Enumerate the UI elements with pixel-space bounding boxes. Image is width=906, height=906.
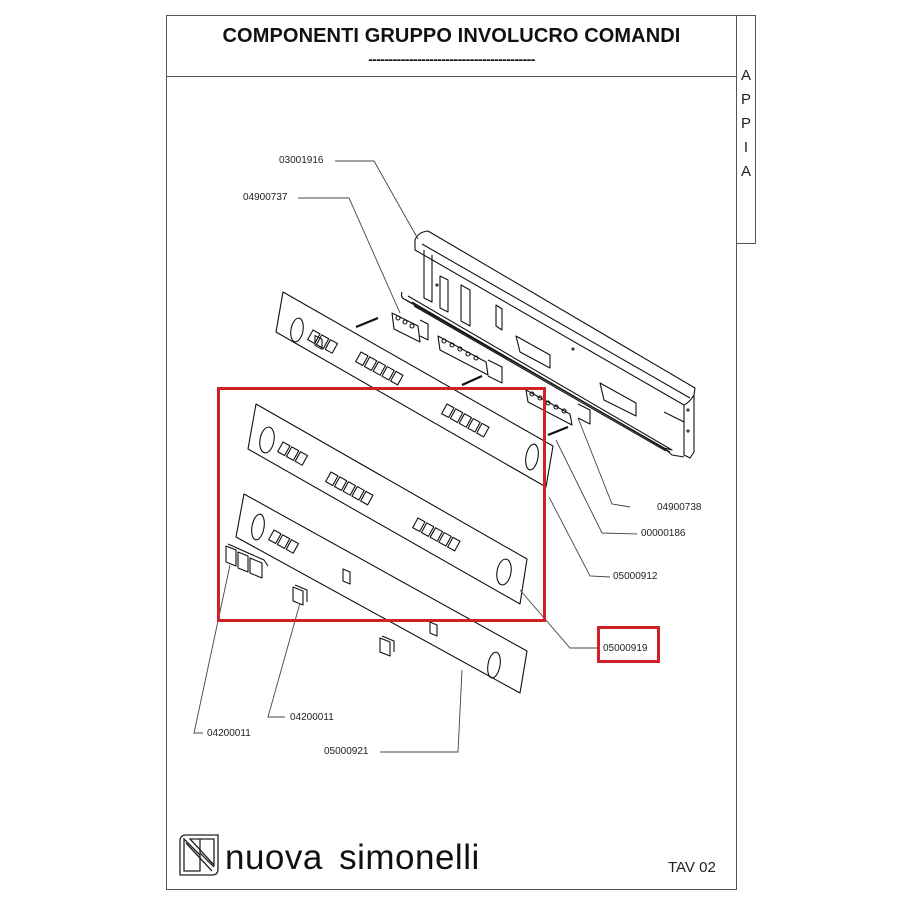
sheet-number: TAV 02 [668,859,716,876]
brand-name: nuova simonelli [225,838,480,877]
part-code-03001916: 03001916 [279,155,324,166]
highlight-assembly-box [217,387,546,622]
part-code-04900738: 04900738 [657,502,702,513]
page-title: COMPONENTI GRUPPO INVOLUCRO COMANDI [222,25,681,47]
part-code-04200011: 04200011 [207,728,251,739]
rocker-switch-single [292,584,308,606]
panel-05000919 [247,403,528,605]
housing-shell [400,230,696,459]
highlight-part-code-box [597,626,660,663]
title-underline: ----------------------------------------… [368,51,535,67]
switch-bracket-1 [391,312,429,343]
model-letter: A [740,67,751,84]
model-letter: P [740,91,751,108]
nuova-simonelli-logo-icon [179,834,219,876]
part-code-04200011: 04200011 [290,712,334,723]
drawing-frame [166,15,737,890]
panel-05000912 [275,291,554,488]
model-letter: P [740,115,751,132]
title-block: COMPONENTI GRUPPO INVOLUCRO COMANDI ----… [166,15,737,77]
model-letter: I [743,139,749,156]
part-code-05000921: 05000921 [324,746,369,757]
part-code-05000912: 05000912 [613,571,658,582]
model-letter: A [740,163,751,180]
panel-05000921 [235,493,528,694]
rocker-switch-group [225,543,269,579]
model-tab: A P P I A [737,15,756,244]
switch-bracket-2 [437,335,503,384]
part-code-05000919: 05000919 [603,643,648,654]
part-code-04900737: 04900737 [243,192,288,203]
switch-bracket-3 [525,389,591,426]
part-code-00000186: 00000186 [641,528,686,539]
rocker-switch-single-2 [379,635,395,657]
